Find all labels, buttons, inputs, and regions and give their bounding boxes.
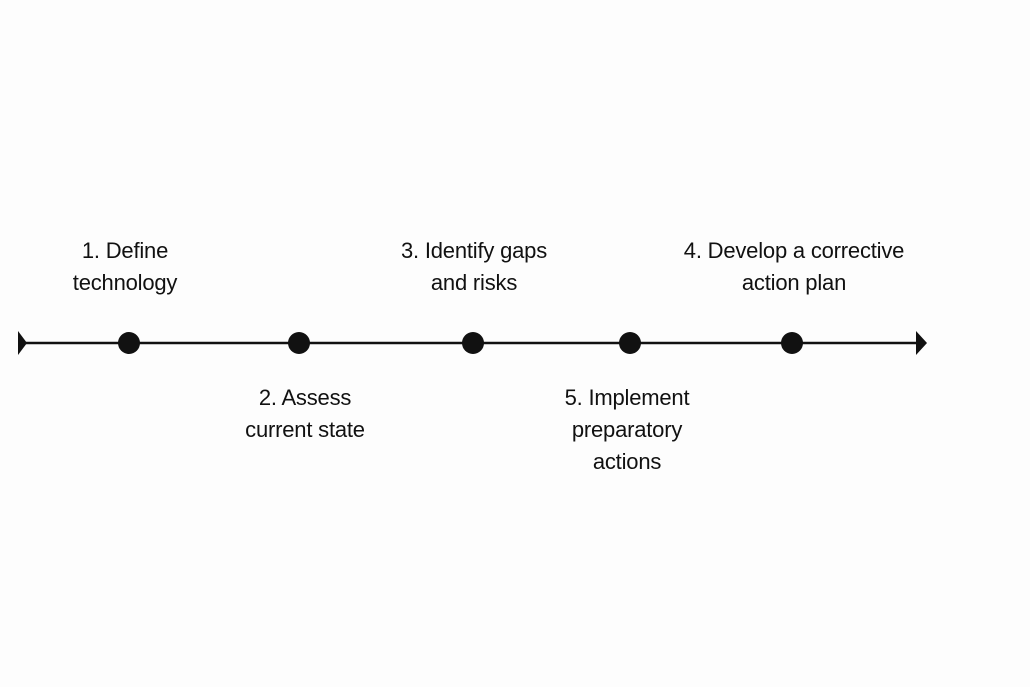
step-label-4: 4. Develop a corrective action plan: [683, 235, 905, 299]
step-label-2: 2. Assess current state: [245, 382, 365, 446]
step-label-1: 1. Define technology: [72, 235, 178, 299]
step-2-line-1: 2. Assess: [258, 385, 352, 410]
step-3-line-2: and risks: [430, 270, 518, 295]
step-3-line-1: 3. Identify gaps: [400, 238, 548, 263]
step-4-line-2: action plan: [741, 270, 847, 295]
step-label-3: 3. Identify gaps and risks: [401, 235, 547, 299]
step-1-line-2: technology: [72, 270, 178, 295]
timeline-node-5: [619, 332, 641, 354]
step-2-line-2: current state: [245, 417, 365, 442]
timeline-start-marker: [18, 331, 27, 355]
step-5-line-1: 5. Implement: [564, 385, 690, 410]
step-1-line-1: 1. Define: [81, 238, 169, 263]
timeline-node-2: [288, 332, 310, 354]
timeline-node-4: [781, 332, 803, 354]
step-5-line-3: actions: [592, 449, 662, 474]
step-5-line-2: preparatory: [571, 417, 683, 442]
timeline-node-1: [118, 332, 140, 354]
step-label-5: 5. Implement preparatory actions: [565, 382, 690, 478]
timeline-node-3: [462, 332, 484, 354]
timeline-end-arrow: [916, 331, 927, 355]
step-4-line-1: 4. Develop a corrective: [683, 238, 905, 263]
